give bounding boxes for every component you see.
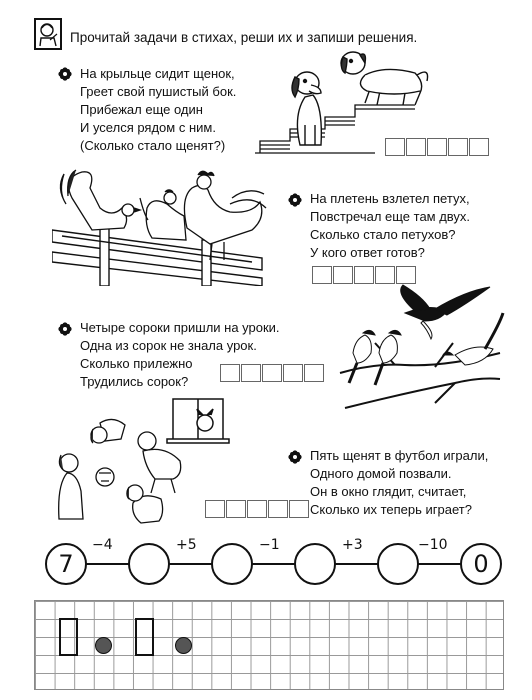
poem-line: Одна из сорок не знала урок. (80, 338, 257, 353)
answer-boxes-puppies-porch[interactable] (385, 138, 490, 156)
answer-cell[interactable] (469, 138, 489, 156)
header-icon-frame (34, 18, 62, 50)
answer-cell[interactable] (226, 500, 246, 518)
answer-boxes-roosters[interactable] (312, 266, 417, 284)
answer-cell[interactable] (220, 364, 240, 382)
grid-filled-circle (95, 637, 112, 654)
poem-roosters: На плетень взлетел петух, Повстречал еще… (310, 190, 470, 262)
answer-cell[interactable] (406, 138, 426, 156)
answer-cell[interactable] (289, 500, 309, 518)
flower-bullet-icon (288, 450, 302, 464)
poem-line: У кого ответ готов? (310, 245, 425, 260)
poem-line: Он в окно глядит, считает, (310, 484, 467, 499)
child-writing-icon (39, 23, 58, 47)
magpies-on-branch-illustration (339, 284, 505, 409)
instruction-text: Прочитай задачи в стихах, реши их и запи… (70, 30, 418, 45)
answer-cell[interactable] (448, 138, 468, 156)
chain-operation: −10 (418, 537, 448, 553)
poem-line: Прибежал еще один (80, 102, 203, 117)
answer-cell[interactable] (283, 364, 303, 382)
roosters-on-fence-illustration (52, 169, 267, 286)
poem-line: Трудились сорок? (80, 374, 189, 389)
grid-rectangle-shape (59, 618, 78, 656)
answer-cell[interactable] (262, 364, 282, 382)
chain-end-value: 0 (460, 543, 502, 585)
poem-line: Греет свой пушистый бок. (80, 84, 237, 99)
poem-line: Повстречал еще там двух. (310, 209, 471, 224)
poem-puppies-porch: На крыльце сидит щенок, Греет свой пушис… (80, 65, 236, 155)
puppies-on-porch-illustration (255, 51, 429, 154)
poem-line: Сколько их теперь играет? (310, 502, 472, 517)
answer-cell[interactable] (396, 266, 416, 284)
chain-line (60, 563, 470, 565)
flower-bullet-icon (58, 322, 72, 336)
chain-blank-circle[interactable] (128, 543, 170, 585)
copy-grid[interactable] (34, 600, 504, 690)
answer-cell[interactable] (375, 266, 395, 284)
poem-line: Пять щенят в футбол играли, (310, 448, 489, 463)
chain-operation: +3 (342, 537, 363, 553)
answer-cell[interactable] (205, 500, 225, 518)
poem-line: Сколько стало петухов? (310, 227, 456, 242)
poem-line: И уселся рядом с ним. (80, 120, 216, 135)
answer-cell[interactable] (385, 138, 405, 156)
chain-operation: −1 (259, 537, 280, 553)
answer-cell[interactable] (333, 266, 353, 284)
grid-filled-circle (175, 637, 192, 654)
poem-line: (Сколько стало щенят?) (80, 138, 226, 153)
answer-boxes-puppies-football[interactable] (205, 500, 310, 518)
answer-cell[interactable] (241, 364, 261, 382)
flower-bullet-icon (58, 67, 72, 81)
answer-cell[interactable] (304, 364, 324, 382)
chain-blank-circle[interactable] (294, 543, 336, 585)
chain-blank-circle[interactable] (211, 543, 253, 585)
puppies-football-illustration (58, 398, 230, 524)
chain-operation: −4 (92, 537, 113, 553)
answer-cell[interactable] (268, 500, 288, 518)
grid-rectangle-shape (135, 618, 154, 656)
answer-cell[interactable] (247, 500, 267, 518)
chain-start-value: 7 (45, 543, 87, 585)
answer-cell[interactable] (427, 138, 447, 156)
poem-line: На крыльце сидит щенок, (80, 66, 235, 81)
flower-bullet-icon (288, 193, 302, 207)
answer-boxes-magpies[interactable] (220, 364, 325, 382)
poem-line: На плетень взлетел петух, (310, 191, 470, 206)
chain-operation: +5 (176, 537, 197, 553)
answer-cell[interactable] (354, 266, 374, 284)
poem-puppies-football: Пять щенят в футбол играли, Одного домой… (310, 447, 488, 519)
chain-blank-circle[interactable] (377, 543, 419, 585)
answer-cell[interactable] (312, 266, 332, 284)
poem-line: Сколько прилежно (80, 356, 193, 371)
number-chain: 7 0 −4 +5 −1 +3 −10 (0, 535, 532, 595)
poem-line: Четыре сороки пришли на уроки. (80, 320, 280, 335)
poem-line: Одного домой позвали. (310, 466, 452, 481)
poem-magpies: Четыре сороки пришли на уроки. Одна из с… (80, 319, 280, 391)
